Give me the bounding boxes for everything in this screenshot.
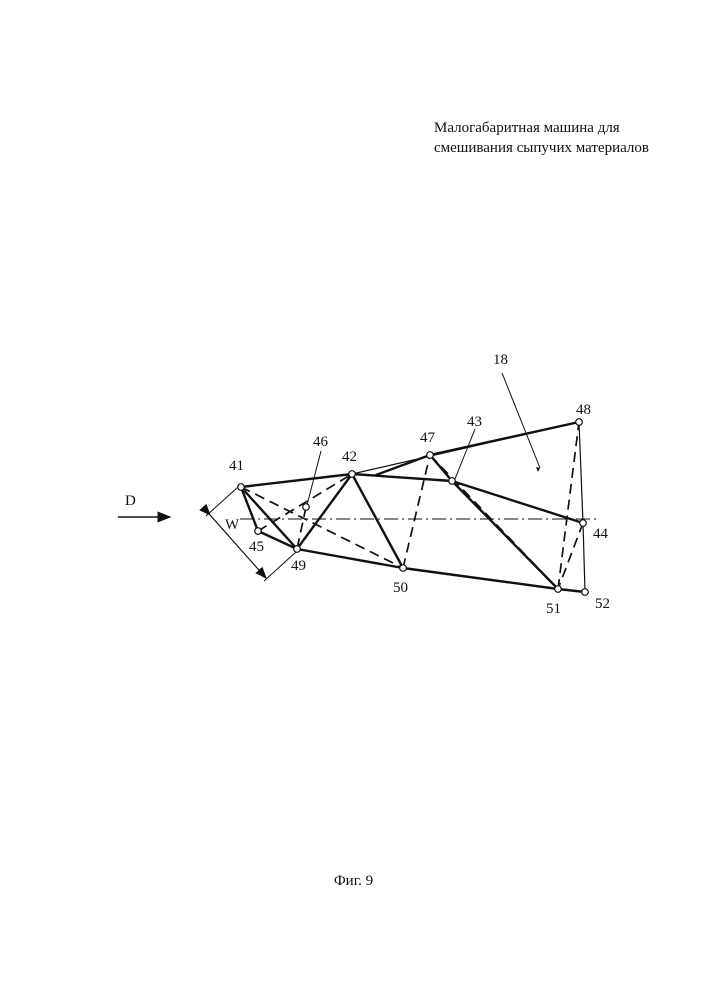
node-label-52: 52 <box>595 596 610 612</box>
node-48 <box>576 419 583 426</box>
figure-caption: Фиг. 9 <box>0 873 707 890</box>
node-45 <box>255 528 262 535</box>
node-46 <box>303 504 310 511</box>
dimension-label: W <box>225 517 240 533</box>
node-47 <box>427 452 434 459</box>
node-43 <box>449 478 456 485</box>
node-44 <box>580 520 587 527</box>
node-label-46: 46 <box>313 434 329 450</box>
node-50 <box>400 565 407 572</box>
direction-label: D <box>125 493 136 509</box>
node-label-47: 47 <box>420 430 436 446</box>
node-label-50: 50 <box>393 580 408 596</box>
node-52 <box>582 589 589 596</box>
node-label-43: 43 <box>467 414 482 430</box>
thin-members <box>352 422 585 592</box>
node-label-41: 41 <box>229 458 244 474</box>
node-label-51: 51 <box>546 601 561 617</box>
node-49 <box>294 546 301 553</box>
node-42 <box>349 471 356 478</box>
node-label-48: 48 <box>576 402 591 418</box>
node-label-45: 45 <box>249 539 264 555</box>
node-label-44: 44 <box>593 526 609 542</box>
node-41 <box>238 484 245 491</box>
region-label-18: 18 <box>493 352 508 368</box>
node-label-42: 42 <box>342 449 357 465</box>
node-51 <box>555 586 562 593</box>
node-label-49: 49 <box>291 558 306 574</box>
